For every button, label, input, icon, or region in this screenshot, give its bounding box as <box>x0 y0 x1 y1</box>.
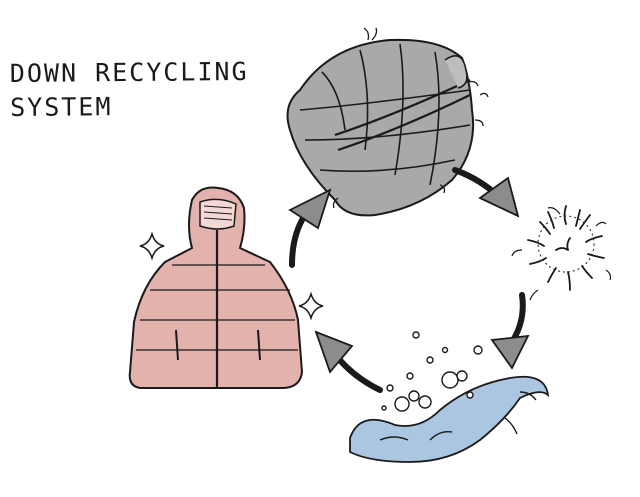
water-ripples <box>379 391 537 441</box>
new-jacket-baffles <box>136 264 298 351</box>
water-wave <box>349 375 550 463</box>
arrow-to-old-jacket-shaft <box>289 212 308 268</box>
old-jacket-sleeve <box>444 54 468 89</box>
fluff-strands <box>527 205 605 291</box>
fluff-core <box>537 215 595 273</box>
new-down-jacket-icon <box>128 186 304 389</box>
old-jacket-body <box>286 38 475 217</box>
sparkle-icon <box>139 231 324 321</box>
sparkle-left <box>139 231 165 261</box>
down-fluff-icon <box>511 205 612 301</box>
fluff-wisps <box>511 207 612 301</box>
old-jacket-zipper <box>334 79 471 152</box>
new-jacket-pockets <box>175 329 261 361</box>
arrow-to-new-jacket-shaft <box>335 355 383 393</box>
water-bubbles <box>381 331 483 412</box>
old-jacket-loose-threads <box>332 27 489 209</box>
arrow-to-new-jacket-head <box>314 330 354 374</box>
cycle-arrow-icon <box>288 167 530 393</box>
sparkle-right <box>298 291 324 321</box>
new-jacket-hood-lines <box>203 205 233 221</box>
arrow-to-water-head <box>490 334 530 370</box>
arrow-to-fluff-head <box>478 176 520 218</box>
old-jacket-baffles-horizontal <box>299 89 471 173</box>
washing-water-icon <box>349 331 550 463</box>
arrow-to-old-jacket-head <box>288 188 332 230</box>
old-jacket-baffles-vertical <box>321 43 440 186</box>
old-down-jacket-icon <box>286 27 489 217</box>
